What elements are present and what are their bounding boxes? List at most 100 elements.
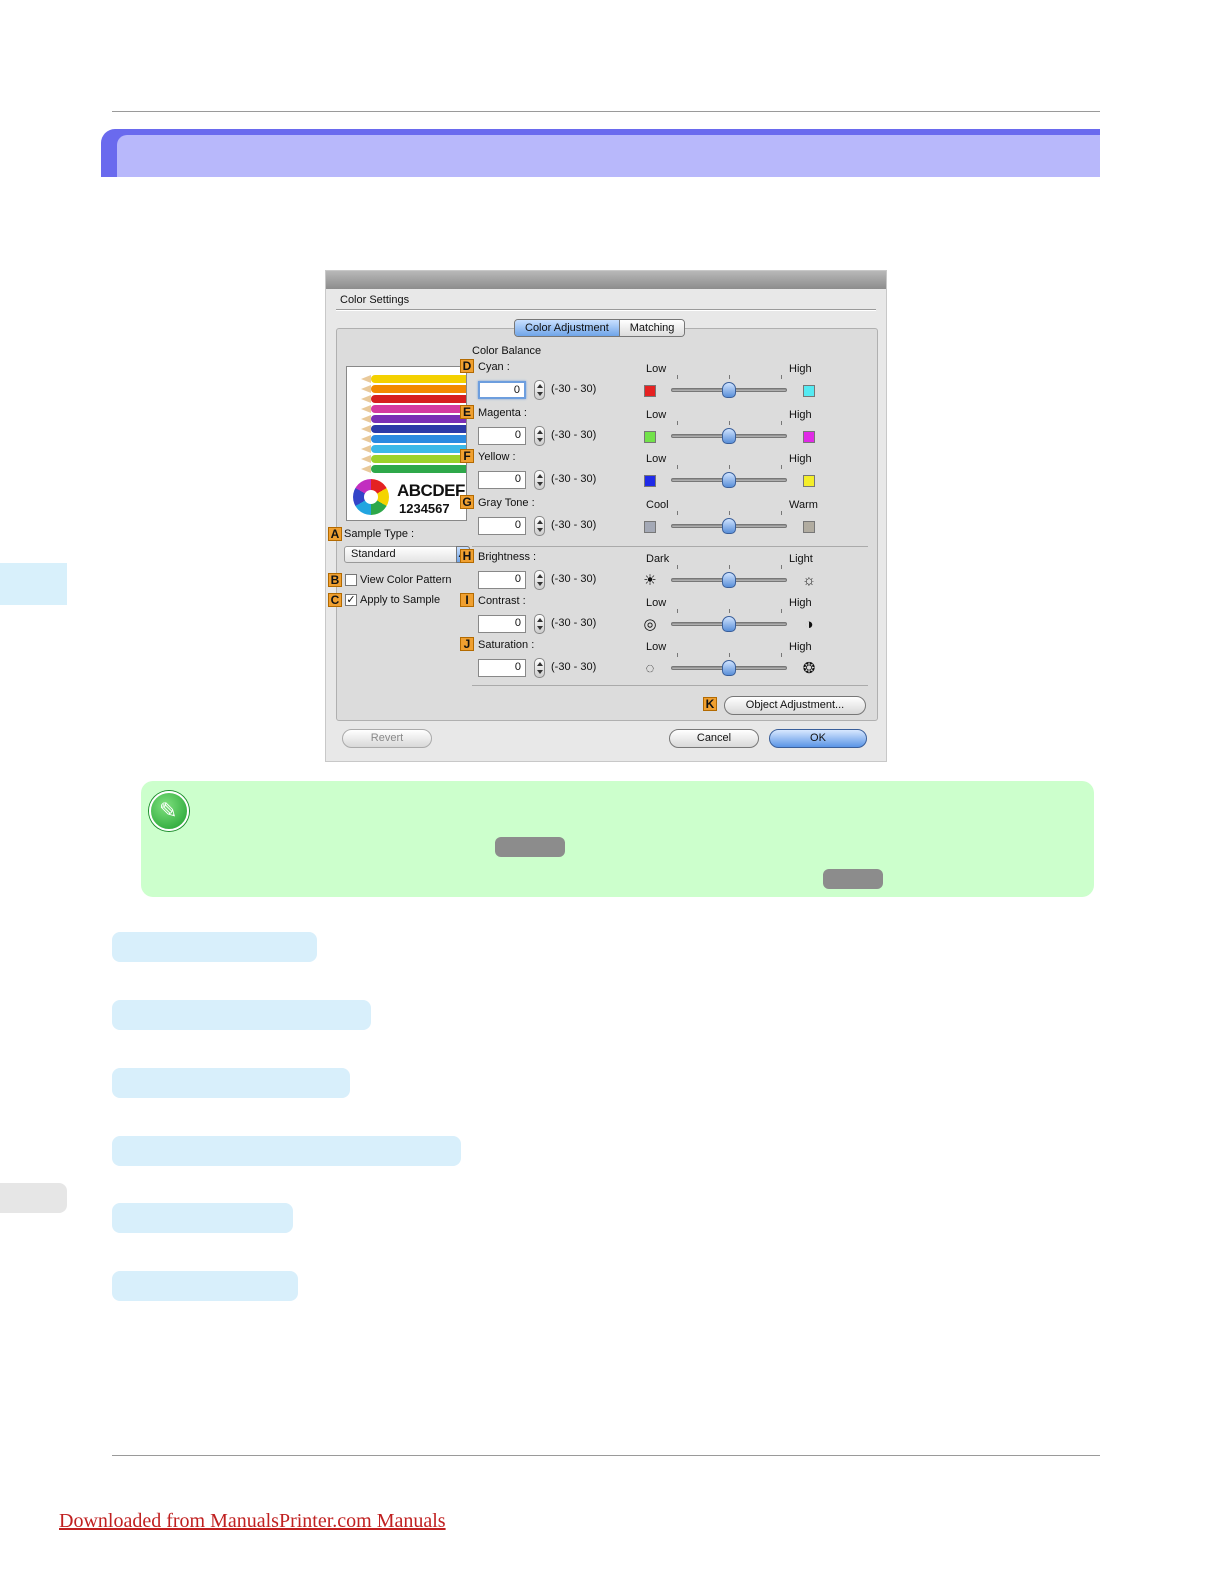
pencil-yellow <box>361 375 466 383</box>
callout-f: F <box>460 449 474 463</box>
low-color-swatch <box>644 475 656 487</box>
sample-preview: ABCDEF 1234567 <box>346 366 467 521</box>
title-separator <box>336 309 876 311</box>
contrast-low-icon: ◎ <box>643 616 657 633</box>
color-wheel-icon <box>353 479 389 515</box>
control-label: Contrast : <box>478 595 526 607</box>
control-high-label: Warm <box>789 499 818 511</box>
link-pill-3[interactable] <box>112 1068 350 1098</box>
pencil-green <box>361 465 466 473</box>
control-low-label: Dark <box>646 553 670 565</box>
color-balance-heading: Color Balance <box>472 345 542 357</box>
control-low-label: Low <box>646 597 667 609</box>
slider-tick <box>677 375 678 379</box>
control-high-label: High <box>789 409 812 421</box>
cancel-button[interactable]: Cancel <box>669 729 759 748</box>
link-pill-1[interactable] <box>112 932 317 962</box>
object-adjustment-button[interactable]: Object Adjustment... <box>724 696 866 715</box>
preview-text-numbers: 1234567 <box>399 501 450 516</box>
slider-tick <box>677 511 678 515</box>
control-value-input[interactable]: 0 <box>478 659 526 677</box>
control-value-input[interactable]: 0 <box>478 471 526 489</box>
pencil-navy <box>361 425 466 433</box>
note-box <box>141 781 1094 897</box>
control-value-input[interactable]: 0 <box>478 427 526 445</box>
chapter-side-tab[interactable] <box>0 563 67 605</box>
callout-g: G <box>460 495 474 509</box>
callout-j: J <box>460 637 474 651</box>
sample-type-select[interactable]: Standard ▲▼ <box>344 546 473 563</box>
pencil-orange <box>361 385 466 393</box>
control-stepper[interactable] <box>534 614 545 634</box>
control-range: (-30 - 30) <box>551 617 597 629</box>
section-heading-bar <box>101 129 1100 177</box>
control-label: Saturation : <box>478 639 535 651</box>
slider-tick <box>677 609 678 613</box>
high-color-swatch <box>803 431 815 443</box>
control-slider-thumb[interactable] <box>722 572 736 588</box>
control-stepper[interactable] <box>534 426 545 446</box>
sun-dark-icon: ☀ <box>643 572 657 589</box>
control-high-label: High <box>789 597 812 609</box>
control-slider-thumb[interactable] <box>722 518 736 534</box>
callout-h: H <box>460 549 474 563</box>
control-label: Gray Tone : <box>478 497 535 509</box>
control-slider-thumb[interactable] <box>722 616 736 632</box>
control-range: (-30 - 30) <box>551 573 597 585</box>
view-color-pattern-checkbox[interactable] <box>345 574 357 586</box>
control-stepper[interactable] <box>534 516 545 536</box>
slider-tick <box>729 465 730 469</box>
control-low-label: Low <box>646 453 667 465</box>
control-stepper[interactable] <box>534 658 545 678</box>
control-value-input[interactable]: 0 <box>478 517 526 535</box>
sample-type-label: Sample Type : <box>344 528 415 540</box>
control-slider-thumb[interactable] <box>722 428 736 444</box>
tab-color-adjustment[interactable]: Color Adjustment <box>515 320 620 336</box>
reference-badge-1[interactable] <box>495 837 565 857</box>
control-range: (-30 - 30) <box>551 383 597 395</box>
link-pill-5[interactable] <box>112 1203 293 1233</box>
tab-matching[interactable]: Matching <box>619 320 685 336</box>
slider-tick <box>677 465 678 469</box>
revert-button[interactable]: Revert <box>342 729 432 748</box>
callout-i: I <box>460 593 474 607</box>
control-range: (-30 - 30) <box>551 519 597 531</box>
slider-tick <box>729 609 730 613</box>
slider-tick <box>781 653 782 657</box>
slider-tick <box>729 421 730 425</box>
row-separator-balance <box>472 546 868 547</box>
control-slider-thumb[interactable] <box>722 382 736 398</box>
dialog-titlebar <box>326 271 886 289</box>
slider-tick <box>729 375 730 379</box>
page-side-tab[interactable] <box>0 1183 67 1213</box>
saturation-low-icon: ◌ <box>645 660 655 677</box>
control-value-input[interactable]: 0 <box>478 615 526 633</box>
control-stepper[interactable] <box>534 380 545 400</box>
apply-to-sample-checkbox[interactable]: ✓ <box>345 594 357 606</box>
control-high-label: High <box>789 363 812 375</box>
control-value-input[interactable]: 0 <box>478 571 526 589</box>
link-pill-4[interactable] <box>112 1136 461 1166</box>
control-label: Brightness : <box>478 551 537 563</box>
slider-tick <box>677 421 678 425</box>
dialog-tabs: Color Adjustment Matching <box>514 319 686 337</box>
ok-button[interactable]: OK <box>769 729 867 748</box>
callout-c: C <box>328 593 342 607</box>
slider-tick <box>781 565 782 569</box>
control-value-input[interactable]: 0 <box>478 381 526 399</box>
low-color-swatch <box>644 431 656 443</box>
contrast-high-icon: ◑ <box>804 616 814 633</box>
footer-download-link[interactable]: Downloaded from ManualsPrinter.com Manua… <box>59 1510 446 1532</box>
sample-type-value: Standard <box>351 548 396 560</box>
control-stepper[interactable] <box>534 570 545 590</box>
control-range: (-30 - 30) <box>551 473 597 485</box>
pencil-blue <box>361 435 466 443</box>
high-color-swatch <box>803 385 815 397</box>
control-stepper[interactable] <box>534 470 545 490</box>
reference-badge-2[interactable] <box>823 869 883 889</box>
link-pill-2[interactable] <box>112 1000 371 1030</box>
control-slider-thumb[interactable] <box>722 660 736 676</box>
control-slider-thumb[interactable] <box>722 472 736 488</box>
link-pill-6[interactable] <box>112 1271 298 1301</box>
row-separator-bottom <box>472 685 868 686</box>
